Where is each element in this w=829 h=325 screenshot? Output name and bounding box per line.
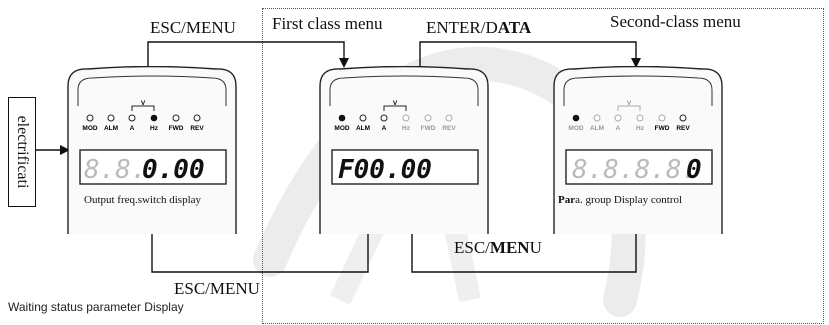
electrification-box: electrificati — [8, 97, 36, 207]
waiting-status-label: Waiting status parameter Display — [8, 300, 184, 314]
keypad-panel-3: V MOD ALM A Hz FWD REV 8.8.8.8. 0 — [553, 66, 723, 234]
led-label-fwd: FWD — [655, 125, 670, 132]
led-label-alm: ALM — [356, 125, 370, 132]
dotted-region — [262, 8, 824, 324]
svg-text:0: 0 — [686, 155, 702, 185]
led-label-a: A — [616, 125, 621, 132]
led-label-mod: MOD — [334, 125, 349, 132]
led-fwd-off — [172, 114, 180, 122]
led-label-rev: REV — [442, 125, 456, 132]
panel-1-caption: Output freq.switch display — [84, 194, 202, 206]
led-label-mod: MOD — [82, 125, 97, 132]
esc-menu-top-label: ESC/MENU — [150, 18, 236, 37]
second-class-menu-label: Second-class menu — [610, 12, 741, 31]
arrow-esc-menu-middle — [407, 218, 637, 273]
led-alm-off — [107, 114, 115, 122]
led-mod-on — [572, 114, 580, 122]
arrow-esc-menu-top — [147, 41, 349, 68]
seven-seg-display — [565, 149, 713, 185]
seven-seg-display — [331, 149, 479, 185]
led-rev-off — [193, 114, 201, 122]
led-fwd-off — [658, 114, 666, 122]
arrow-enter-data — [419, 41, 641, 68]
svg-text:8.8.8.8.: 8.8.8.8. — [572, 155, 697, 185]
arrow-esc-menu-bottom — [147, 218, 369, 273]
esc-menu-middle-label: ESC/MENU — [454, 238, 542, 257]
led-label-rev: REV — [190, 125, 204, 132]
led-label-a: A — [382, 125, 387, 132]
led-mod-off — [86, 114, 94, 122]
led-a-off — [128, 114, 136, 122]
esc-menu-bottom-label: ESC/MENU — [174, 279, 260, 298]
seven-seg-display — [79, 149, 227, 185]
led-label-alm: ALM — [104, 125, 118, 132]
v-bracket-label: V — [627, 100, 632, 107]
led-alm-off — [359, 114, 367, 122]
led-rev-off — [679, 114, 687, 122]
keypad-panel-2: V MOD ALM A Hz FWD REV F00.00 — [319, 66, 489, 234]
led-label-alm: ALM — [590, 125, 604, 132]
panel-3-caption: Para. group Display control — [558, 194, 683, 206]
v-bracket-label: V — [393, 100, 398, 107]
led-a-off — [380, 114, 388, 122]
led-hz-off — [636, 114, 644, 122]
led-mod-on — [338, 114, 346, 122]
led-fwd-off — [424, 114, 432, 122]
led-label-hz: Hz — [150, 125, 159, 132]
led-label-fwd: FWD — [421, 125, 436, 132]
led-label-hz: Hz — [636, 125, 645, 132]
svg-text:0.00: 0.00 — [142, 155, 205, 185]
first-class-menu-label: First class menu — [272, 14, 383, 33]
keypad-panel-1: V MOD ALM A Hz FWD REV 8.8. 0.00 — [67, 66, 237, 234]
led-alm-off — [593, 114, 601, 122]
v-bracket-label: V — [141, 100, 146, 107]
led-label-fwd: FWD — [169, 125, 184, 132]
led-label-rev: REV — [676, 125, 690, 132]
display-value: F00.00 — [338, 155, 432, 185]
led-a-off — [614, 114, 622, 122]
led-hz-off — [402, 114, 410, 122]
enter-data-label: ENTER/DATA — [426, 18, 532, 37]
svg-text:8.8.: 8.8. — [84, 155, 147, 185]
led-label-a: A — [130, 125, 135, 132]
led-hz-on — [150, 114, 158, 122]
led-rev-off — [445, 114, 453, 122]
led-label-mod: MOD — [568, 125, 583, 132]
led-label-hz: Hz — [402, 125, 411, 132]
